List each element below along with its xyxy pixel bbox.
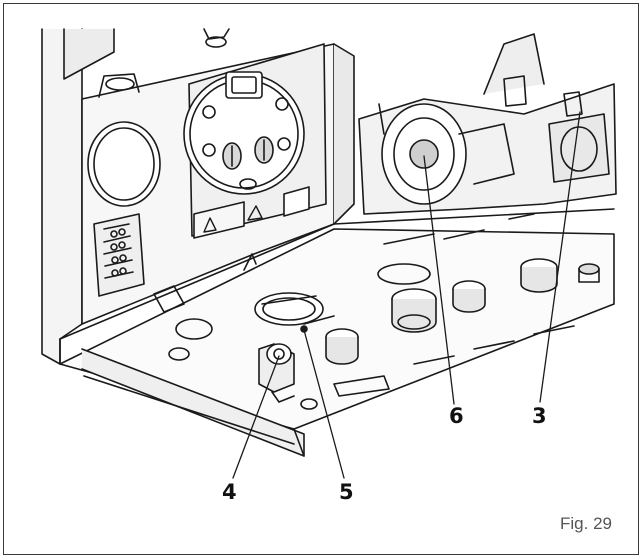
callout-6: 6 xyxy=(449,404,464,428)
callout-3: 3 xyxy=(532,404,547,428)
control-panel xyxy=(183,43,327,239)
base-plate-fittings xyxy=(168,213,600,397)
pump-assembly xyxy=(358,33,617,215)
terminal-block xyxy=(93,213,145,297)
figure-frame: 6 3 4 5 Fig. 29 xyxy=(3,3,639,555)
callout-leader-lines xyxy=(232,111,581,479)
boiler-underside-illustration xyxy=(41,28,617,479)
leader-line-4 xyxy=(232,355,280,479)
component-4-drain-tap xyxy=(258,343,318,410)
callout-4: 4 xyxy=(222,480,237,504)
leader-line-5 xyxy=(303,329,345,479)
leader-line-6 xyxy=(423,155,455,405)
left-panel-round-opening xyxy=(87,121,161,207)
figure-caption: Fig. 29 xyxy=(560,514,612,533)
component-5-valve xyxy=(254,292,324,333)
callout-5: 5 xyxy=(339,480,354,504)
leader-line-3 xyxy=(539,111,581,403)
